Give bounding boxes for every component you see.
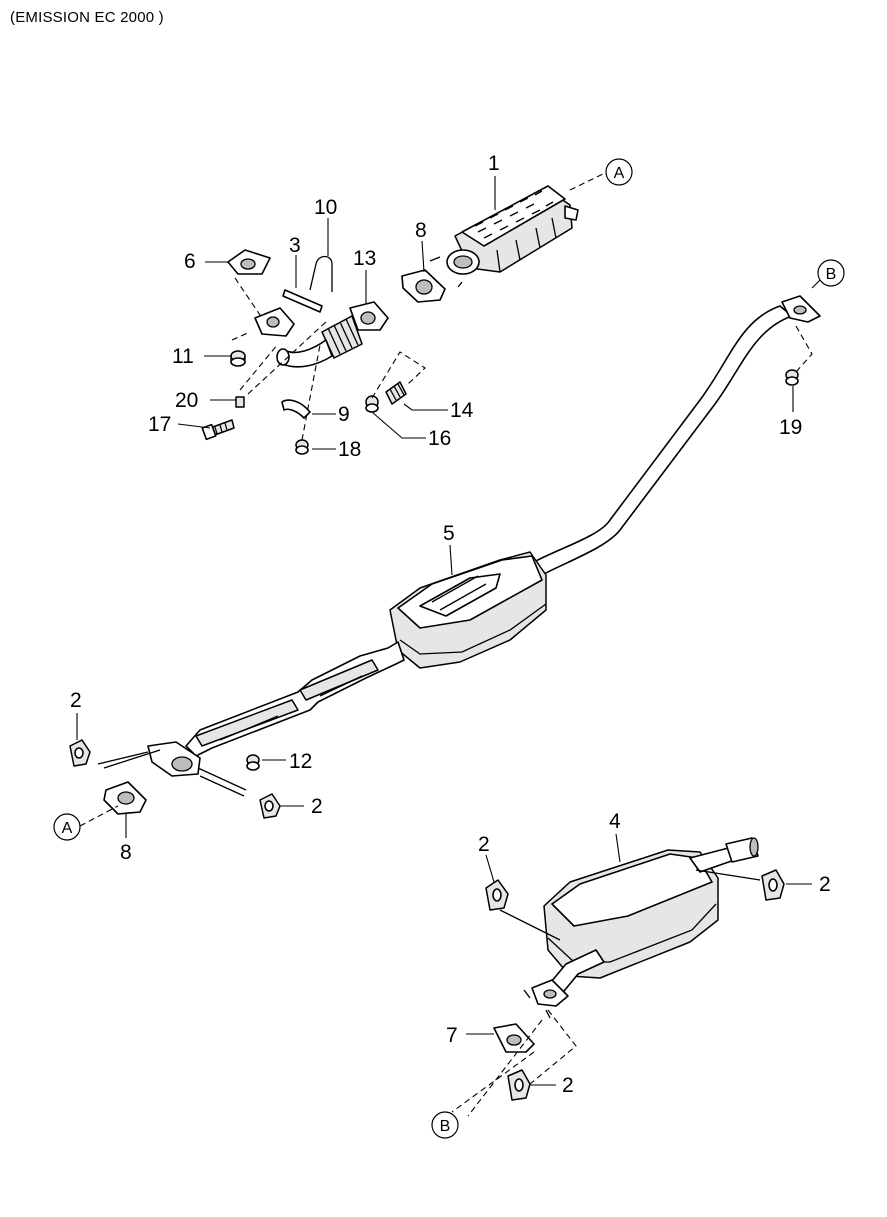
callout-8-bottom: 8 xyxy=(120,841,132,864)
callout-11: 11 xyxy=(172,345,194,368)
svg-text:B: B xyxy=(440,1118,451,1135)
reference-a-top: A xyxy=(605,158,633,186)
nut-16-part xyxy=(365,395,379,413)
bracket-3-part xyxy=(282,289,323,313)
nut-18-part xyxy=(295,439,309,455)
front-pipe-part xyxy=(254,301,389,368)
bolt-17-part xyxy=(201,419,235,441)
callout-19: 19 xyxy=(779,416,802,439)
reference-b-bottom: B xyxy=(431,1111,459,1139)
nut-12-part xyxy=(246,754,260,771)
callout-9: 9 xyxy=(338,403,350,426)
gasket-top-part xyxy=(401,269,446,303)
nut-11-part xyxy=(230,350,246,367)
callout-16: 16 xyxy=(428,427,451,450)
u-bolt-10-part xyxy=(309,255,333,292)
callout-18: 18 xyxy=(338,438,361,461)
svg-text:A: A xyxy=(614,165,625,182)
spring-14-part xyxy=(385,381,407,405)
rubber-hanger-4 xyxy=(761,869,785,901)
catalytic-converter-part xyxy=(429,185,579,288)
callout-labels: 1 2 2 2 2 2 3 4 5 6 7 8 8 9 10 11 12 13 … xyxy=(70,152,831,1097)
rubber-hanger-5 xyxy=(507,1069,531,1101)
clamp-9-part xyxy=(281,399,311,419)
pin-20-part xyxy=(235,396,245,408)
center-muffler-part xyxy=(389,551,547,669)
rubber-hanger-2 xyxy=(259,793,281,819)
callout-5: 5 xyxy=(443,522,455,545)
callout-10: 10 xyxy=(314,196,337,219)
callout-2-front: 2 xyxy=(70,689,82,712)
callout-13: 13 xyxy=(353,247,376,270)
callout-7: 7 xyxy=(446,1024,458,1047)
diagram-title: (EMISSION EC 2000 ) xyxy=(10,9,164,26)
leader-lines xyxy=(76,172,821,1117)
callout-1: 1 xyxy=(488,152,500,175)
rear-muffler-part xyxy=(499,837,761,1019)
gasket-7-part xyxy=(493,1023,535,1053)
reference-a-bottom: A xyxy=(53,813,81,841)
rubber-hanger-1 xyxy=(69,739,91,767)
callout-3: 3 xyxy=(289,234,301,257)
callout-8-top: 8 xyxy=(415,219,427,242)
callout-6: 6 xyxy=(184,250,196,273)
nut-19-part xyxy=(785,369,799,386)
callout-12: 12 xyxy=(289,750,312,773)
reference-b-top: B xyxy=(817,259,845,287)
svg-text:B: B xyxy=(826,266,837,283)
callout-2-rear-left: 2 xyxy=(478,833,490,856)
center-pipe-part xyxy=(533,295,821,577)
callout-20: 20 xyxy=(175,389,198,412)
front-muffler-pipe-part xyxy=(97,641,405,797)
callout-4: 4 xyxy=(609,810,621,833)
callout-2-mid: 2 xyxy=(311,795,323,818)
callout-2-rear-bottom: 2 xyxy=(562,1074,574,1097)
callout-17: 17 xyxy=(148,413,171,436)
rubber-hanger-3 xyxy=(485,879,509,911)
callout-14: 14 xyxy=(450,399,474,422)
callout-2-rear-right: 2 xyxy=(819,873,831,896)
svg-text:A: A xyxy=(62,820,73,837)
gasket-6-part xyxy=(227,249,271,275)
gasket-bottom-part xyxy=(103,781,147,815)
